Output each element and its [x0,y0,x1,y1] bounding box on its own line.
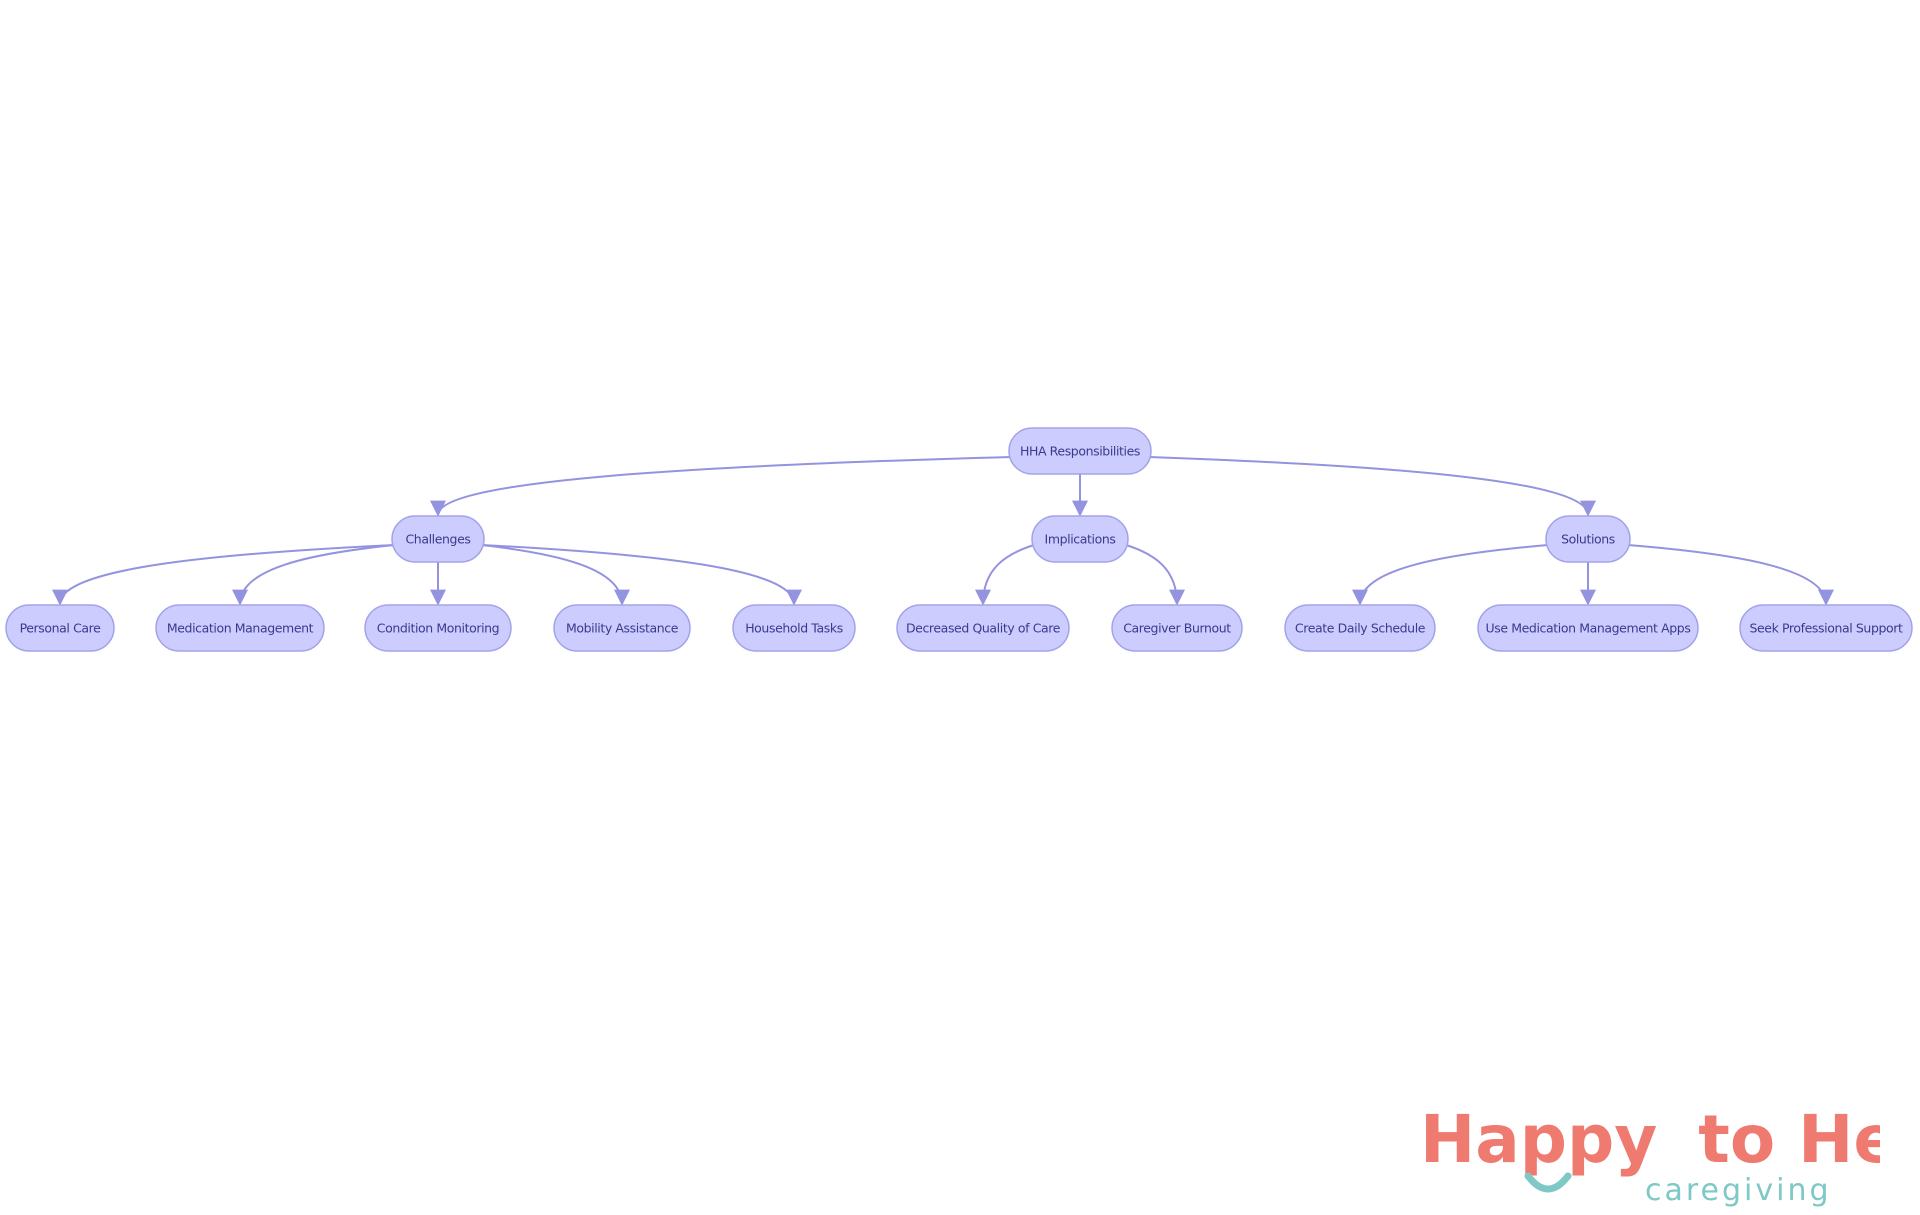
edge-implications-to-decreased-quality [975,544,1035,606]
node-medication-management[interactable]: Medication Management [155,604,325,652]
logo-wordmark-to-help: to Help [1698,1101,1880,1178]
node-personal-care[interactable]: Personal Care [5,604,115,652]
edge-challenges-to-mobility-assistance [481,544,630,606]
node-use-med-apps[interactable]: Use Medication Management Apps [1477,604,1699,652]
edge-solutions-to-create-daily-schedule [1352,544,1549,606]
node-shape [732,604,856,652]
logo-wordmark: Happy to Help [1420,1101,1880,1178]
edges-layer [52,456,1834,606]
node-label: Seek Professional Support [1749,621,1903,636]
node-caregiver-burnout[interactable]: Caregiver Burnout [1111,604,1243,652]
node-shape [1545,515,1631,563]
node-shape [1739,604,1913,652]
node-label: Medication Management [167,621,314,636]
node-household-tasks[interactable]: Household Tasks [732,604,856,652]
node-label: Solutions [1561,532,1615,547]
node-label: Use Medication Management Apps [1486,621,1691,636]
node-mobility-assistance[interactable]: Mobility Assistance [553,604,691,652]
node-challenges[interactable]: Challenges [391,515,485,563]
node-shape [5,604,115,652]
node-seek-support[interactable]: Seek Professional Support [1739,604,1913,652]
logo-wordmark-happy: Happy [1420,1101,1657,1178]
edge-challenges-to-medication-management [232,544,395,606]
node-decreased-quality[interactable]: Decreased Quality of Care [896,604,1070,652]
node-condition-monitoring[interactable]: Condition Monitoring [364,604,512,652]
node-label: Personal Care [20,621,102,636]
node-shape [1111,604,1243,652]
node-label: Create Daily Schedule [1295,621,1426,636]
node-solutions[interactable]: Solutions [1545,515,1631,563]
node-create-daily-schedule[interactable]: Create Daily Schedule [1284,604,1436,652]
logo-smile-icon [1524,1172,1572,1193]
edge-solutions-to-seek-support [1627,544,1834,606]
node-label: Condition Monitoring [377,621,499,636]
node-label: Household Tasks [745,621,843,636]
node-root[interactable]: HHA Responsibilities [1008,427,1152,475]
edge-root-to-solutions [1148,456,1596,517]
node-shape [1031,515,1129,563]
logo-tagline: caregiving [1645,1173,1832,1208]
node-label: Implications [1045,532,1116,547]
node-shape [1477,604,1699,652]
happy-to-help-logo: Happy to Help caregiving [1420,1101,1880,1208]
node-label: Caregiver Burnout [1123,621,1231,636]
node-shape [364,604,512,652]
node-label: HHA Responsibilities [1020,444,1140,459]
node-shape [1008,427,1152,475]
node-shape [553,604,691,652]
node-shape [896,604,1070,652]
node-implications[interactable]: Implications [1031,515,1129,563]
edge-challenges-to-personal-care [52,544,395,606]
node-shape [1284,604,1436,652]
node-shape [391,515,485,563]
edge-implications-to-caregiver-burnout [1125,544,1185,606]
edge-challenges-to-household-tasks [481,544,802,606]
node-label: Decreased Quality of Care [906,621,1061,636]
node-label: Challenges [405,532,470,547]
edge-root-to-challenges [430,456,1012,517]
node-label: Mobility Assistance [566,621,679,636]
node-shape [155,604,325,652]
